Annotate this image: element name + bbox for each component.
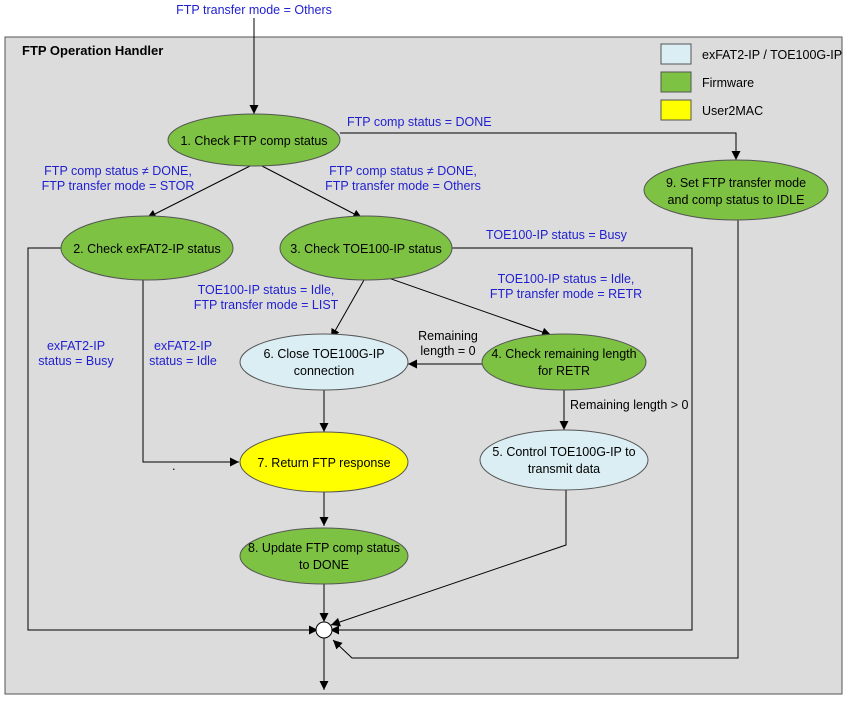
node-7-label: 7. Return FTP response — [257, 456, 390, 470]
node-4-label-1: 4. Check remaining length — [491, 347, 636, 361]
handler-container — [4, 36, 843, 695]
edge-n1-n3 — [261, 165, 363, 219]
node-3: 3. Check TOE100-IP status — [279, 215, 453, 281]
cond-comp-done: FTP comp status = DONE — [347, 115, 492, 129]
cond-exfat-busy-2: status = Busy — [38, 354, 114, 368]
node-5: 5. Control TOE100G-IP to transmit data — [479, 429, 649, 491]
cond-toe-busy: TOE100-IP status = Busy — [486, 228, 628, 242]
edge-n3-n4 — [379, 274, 552, 337]
edges — [27, 18, 741, 690]
cond-stor-2: FTP transfer mode = STOR — [42, 179, 195, 193]
node-9-label-1: 9. Set FTP transfer mode — [666, 176, 806, 190]
node-6-label-1: 6. Close TOE100G-IP — [263, 347, 384, 361]
legend-label-ip: exFAT2-IP / TOE100G-IP — [702, 48, 842, 62]
cond-list-1: TOE100-IP status = Idle, — [198, 283, 335, 297]
edge-n2-join-busy — [27, 247, 318, 635]
edge-n3-join-busy — [330, 247, 693, 635]
legend-swatch-user2mac — [660, 99, 692, 121]
node-5-label-2: transmit data — [528, 462, 600, 476]
node-5-label-1: 5. Control TOE100G-IP to — [492, 445, 635, 459]
legend-swatch-ip — [660, 43, 692, 65]
cond-exfat-idle-2: status = Idle — [149, 354, 217, 368]
cond-others-1: FTP comp status ≠ DONE, — [329, 164, 477, 178]
top-condition: FTP transfer mode = Others — [176, 3, 332, 17]
edge-n1-n9 — [340, 132, 741, 160]
node-6: 6. Close TOE100G-IP connection — [239, 333, 409, 391]
node-9-label-2: and comp status to IDLE — [668, 193, 805, 207]
cond-remaining-zero-1: Remaining — [418, 329, 478, 343]
edge-n2-n7 — [142, 280, 239, 467]
cond-retr-2: FTP transfer mode = RETR — [490, 287, 642, 301]
cond-retr-1: TOE100-IP status = Idle, — [498, 272, 635, 286]
node-9: 9. Set FTP transfer mode and comp status… — [643, 159, 829, 221]
edge-n1-n2 — [146, 165, 251, 219]
node-2: 2. Check exFAT2-IP status — [60, 215, 234, 281]
node-4-label-2: for RETR — [538, 364, 590, 378]
node-8-label-2: to DONE — [299, 558, 349, 572]
legend-label-user2mac: User2MAC — [702, 104, 763, 118]
node-6-label-2: connection — [294, 364, 355, 378]
legend-label-firmware: Firmware — [702, 76, 754, 90]
legend: exFAT2-IP / TOE100G-IP Firmware User2MAC — [660, 43, 842, 121]
node-2-label: 2. Check exFAT2-IP status — [73, 242, 221, 256]
edge-n5-join — [330, 490, 567, 627]
node-1-label: 1. Check FTP comp status — [180, 134, 327, 148]
join-connector — [315, 621, 333, 639]
node-8: 8. Update FTP comp status to DONE — [239, 527, 409, 585]
node-4: 4. Check remaining length for RETR — [481, 333, 647, 391]
cond-remaining-zero-2: length = 0 — [420, 344, 475, 358]
node-1: 1. Check FTP comp status — [167, 113, 341, 167]
cond-exfat-idle-1: exFAT2-IP — [154, 339, 212, 353]
cond-others-2: FTP transfer mode = Others — [325, 179, 481, 193]
handler-title: FTP Operation Handler — [22, 43, 163, 58]
node-8-label-1: 8. Update FTP comp status — [248, 541, 400, 555]
cond-list-2: FTP transfer mode = LIST — [194, 298, 339, 312]
cond-exfat-busy-1: exFAT2-IP — [47, 339, 105, 353]
cond-remaining-gt-zero: Remaining length > 0 — [570, 398, 689, 412]
legend-swatch-firmware — [660, 71, 692, 93]
node-7: 7. Return FTP response — [239, 431, 409, 493]
edge-n3-n6 — [330, 279, 365, 339]
node-3-label: 3. Check TOE100-IP status — [290, 242, 441, 256]
stray-dot: . — [172, 459, 175, 473]
cond-stor-1: FTP comp status ≠ DONE, — [44, 164, 192, 178]
edge-n9-join — [332, 220, 739, 659]
